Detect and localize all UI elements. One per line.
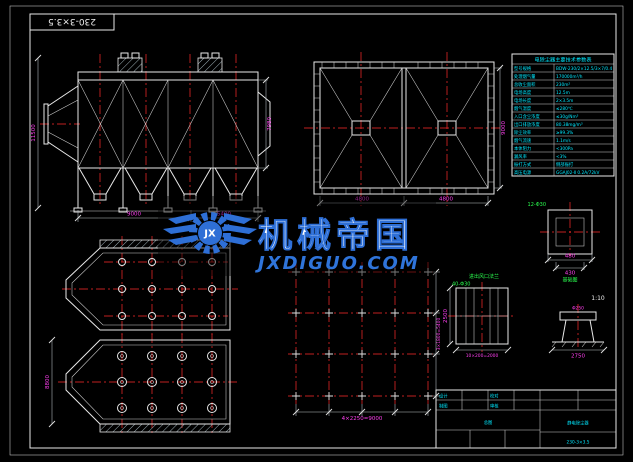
param-row-value: 1.1m/s bbox=[556, 138, 571, 144]
param-row-value: <3% bbox=[556, 154, 566, 160]
param-row-value: GGAJ02-Ⅱ 0.2A/72kV bbox=[556, 170, 600, 176]
dim-text: 7980 bbox=[267, 117, 273, 131]
sig-cell: 制图 bbox=[439, 403, 448, 410]
insulator-box bbox=[197, 57, 223, 73]
product-name: 静电除尘器 bbox=[567, 420, 589, 427]
base-plan-view: 8800 bbox=[45, 334, 240, 434]
param-row-value: 12.5m bbox=[556, 90, 570, 96]
param-row-value: 80.38mg/m³ bbox=[556, 122, 583, 128]
dim-text: 3×1800=5400 bbox=[436, 318, 442, 351]
bolt-note: 40-Φ30 bbox=[452, 282, 470, 288]
dim-text: 2500 bbox=[443, 309, 449, 323]
walkway-hatch bbox=[99, 423, 231, 433]
roof-plan-view bbox=[62, 236, 238, 336]
plan-view: 4800 4800 9000 bbox=[304, 52, 507, 207]
bolt-note: 12-Φ30 bbox=[528, 202, 546, 208]
param-row-label: 烟气流速 bbox=[514, 137, 532, 144]
gear-icon: JX bbox=[189, 212, 231, 254]
dim-text: 4800 bbox=[355, 197, 369, 203]
param-row-value: 230m² bbox=[556, 82, 570, 88]
param-row-label: 烟气温度 bbox=[514, 105, 532, 112]
param-row-label: 处理烟气量 bbox=[514, 73, 536, 80]
param-row-label: 高压电源 bbox=[514, 169, 532, 176]
param-row-label: 总收尘面积 bbox=[514, 81, 536, 88]
detail-flange: 进出风口法兰 40-Φ30 2500 10×200=2000 bbox=[443, 273, 516, 359]
param-row-value: <300Pa bbox=[556, 146, 573, 152]
dim-text: 430 bbox=[565, 271, 576, 277]
dim-text: Φ250 bbox=[572, 306, 584, 312]
dim-text: 4×2250=9000 bbox=[342, 416, 383, 422]
wing-right-icon bbox=[224, 213, 257, 245]
watermark: JX 机械帝国 JXDIGUO.COM bbox=[158, 196, 436, 276]
sig-cell: 设计 bbox=[439, 393, 448, 400]
sig-cell: 审核 bbox=[490, 403, 499, 410]
param-row-label: 漏风率 bbox=[514, 153, 528, 160]
param-row-label: 入口含尘浓度 bbox=[514, 113, 540, 120]
param-row-value: ≤30g/Nm³ bbox=[556, 114, 579, 120]
param-row-value: ≤280℃ bbox=[556, 106, 573, 112]
dim-text: 10×200=2000 bbox=[466, 353, 499, 359]
insulator-box bbox=[117, 57, 143, 73]
param-row-value: 侧部振打 bbox=[556, 161, 574, 168]
param-row-value: BDW-230/2×12.5/3×7/0.4 bbox=[556, 66, 612, 72]
corner-label: 230-3×3.5 bbox=[29, 13, 115, 31]
wing-left-icon bbox=[163, 213, 196, 245]
sheet-border bbox=[9, 5, 624, 456]
detail-support: 1:10 Φ250 2750 bbox=[548, 295, 608, 360]
detail-label: 基础图 bbox=[562, 277, 577, 284]
dim-text: 480 bbox=[565, 254, 576, 260]
dim-text: 8800 bbox=[45, 375, 51, 389]
detail-label: 进出风口法兰 bbox=[469, 273, 499, 280]
drawing-number: 230-3×3.5 bbox=[567, 440, 590, 446]
param-table-title: 电除尘器主要技术参数表 bbox=[534, 56, 592, 64]
param-row-label: 电场长度 bbox=[514, 97, 532, 104]
dim-text: 4800 bbox=[439, 197, 453, 203]
watermark-site-text: JXDIGUO.COM bbox=[255, 253, 420, 274]
title-block: 设计 制图 校对 审核 总图 静电除尘器 230-3×3.5 bbox=[435, 389, 617, 449]
watermark-brand-text: 机械帝国 bbox=[258, 216, 414, 256]
sig-cell: 校对 bbox=[490, 393, 499, 400]
param-row-label: 出口排放浓度 bbox=[514, 121, 540, 128]
corner-label-text: 230-3×3.5 bbox=[48, 16, 96, 26]
elevation-view: 9000 5400 7980 11500 bbox=[31, 52, 273, 222]
param-row-label: 本体阻力 bbox=[514, 145, 531, 152]
param-table: 电除尘器主要技术参数表 型号规格 BDW-230/2×12.5/3×7/0.4 … bbox=[511, 53, 615, 177]
param-row-label: 振打方式 bbox=[514, 161, 532, 168]
param-row-label: 型号规格 bbox=[514, 65, 532, 72]
detail-foundation-pad: 12-Φ30 480 430 基础图 bbox=[528, 202, 600, 284]
dim-text: 11500 bbox=[31, 124, 37, 142]
param-row-value: 2×3.5m bbox=[556, 98, 573, 104]
param-row-value: ≥99.3% bbox=[556, 130, 573, 136]
dim-text: 2750 bbox=[571, 354, 585, 360]
foundation-grid: 4×2250=9000 3×1800=5400 bbox=[288, 262, 442, 422]
dim-text: 9000 bbox=[501, 121, 507, 135]
gear-monogram: JX bbox=[203, 229, 216, 240]
scale-label: 1:10 bbox=[591, 295, 605, 302]
param-row-label: 除尘效率 bbox=[514, 129, 532, 136]
dim-text: 9000 bbox=[127, 212, 141, 218]
param-row-value: 170000m³/h bbox=[556, 74, 583, 80]
param-row-label: 电场高度 bbox=[514, 89, 532, 96]
drawing-title: 总图 bbox=[484, 419, 493, 426]
